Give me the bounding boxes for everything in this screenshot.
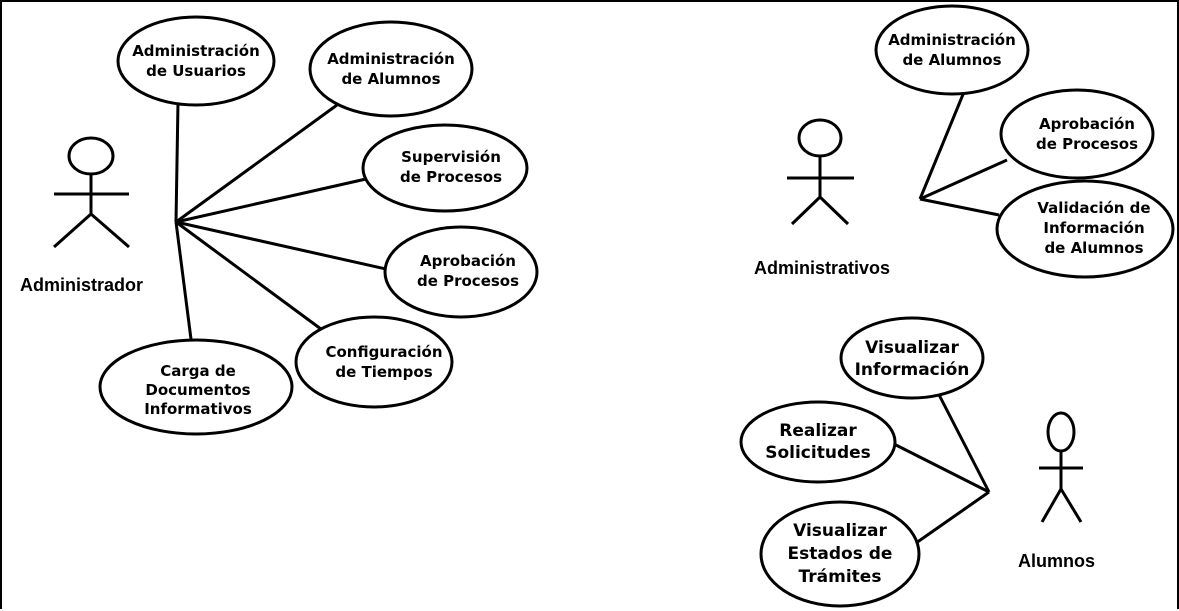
use-case-admin-alumnos: Administración de Alumnos [308,20,474,118]
use-case-label: Validación de [1037,199,1150,217]
use-case-label: Información [855,360,970,380]
actor-icon [1039,411,1083,523]
use-case-aprobacion-procesos: Aprobación de Procesos [383,225,539,319]
assoc-admin-alumnos [175,103,338,224]
use-case-carga-documentos: Carga de Documentos Informativos [98,338,294,436]
use-case-adm2-aprobacion: Aprobación de Procesos [999,88,1155,180]
use-case-label: de Alumnos [902,51,1001,69]
use-case-label: de Alumnos [341,70,440,88]
use-case-label: Carga de [160,362,236,380]
use-case-label: de Procesos [417,272,519,290]
use-case-label: Administración [132,42,260,60]
use-case-label: Trámites [799,567,882,587]
use-case-label: Administración [327,50,455,68]
use-case-supervision-procesos: Supervisión de Procesos [361,123,529,213]
use-case-label: de Alumnos [1044,239,1143,257]
assoc-adm2-aprobacion [919,158,1008,201]
use-case-label: Documentos [145,381,250,399]
actor-icon [53,136,130,249]
use-case-adm2-admin-alumnos: Administración de Alumnos [874,4,1030,96]
actor-label: Alumnos [1018,551,1095,571]
alumnos-associations [889,384,991,552]
use-case-label: de Procesos [400,168,502,186]
actor-label: Administrador [20,275,143,295]
use-case-label: de Tiempos [335,363,432,381]
use-case-label: Solicitudes [765,443,871,463]
use-case-alu-visualizar-info: Visualizar Información [839,316,985,400]
use-case-label: Administración [888,31,1016,49]
assoc-adm2-validacion [919,197,1000,217]
use-case-alu-visualizar-estados: Visualizar Estados de Trámites [759,500,921,608]
use-case-configuracion-tiempos: Configuración de Tiempos [294,315,454,409]
use-case-label: Aprobación [1039,115,1135,133]
use-case-admin-usuarios: Administración de Usuarios [116,15,276,107]
actor-administrativos: Administrativos [754,118,890,278]
assoc-aprobacion [175,220,387,271]
assoc-alu-visualizar-info [932,384,991,493]
use-case-alu-realizar-solicitudes: Realizar Solicitudes [739,400,897,484]
use-case-label: de Procesos [1036,135,1138,153]
administrativos-associations [918,91,1008,217]
actor-icon [787,118,854,226]
assoc-alu-estados [905,490,990,552]
use-case-label: Realizar [779,421,857,441]
assoc-carga [174,221,194,348]
use-case-label: Visualizar [865,338,959,358]
use-case-label: Supervisión [401,148,501,166]
use-case-adm2-validacion: Validación de Información de Alumnos [995,179,1175,279]
assoc-supervision [175,177,367,224]
use-case-label: Información [1043,219,1144,237]
use-case-label: Informativos [144,400,252,418]
use-case-label: Visualizar [793,521,887,541]
use-case-label: Configuración [325,343,442,361]
use-case-label: Estados de [788,544,893,564]
assoc-admin-usuarios [174,101,180,223]
assoc-adm2-admin-alumnos [918,91,966,200]
actor-administrador: Administrador [20,136,143,295]
administrador-associations [174,101,387,348]
use-case-label: de Usuarios [146,62,246,80]
assoc-alu-realizar [889,440,990,494]
actor-alumnos: Alumnos [1018,411,1095,571]
use-case-label: Aprobación [420,252,516,270]
assoc-configuracion [175,220,326,334]
actor-label: Administrativos [754,258,890,278]
